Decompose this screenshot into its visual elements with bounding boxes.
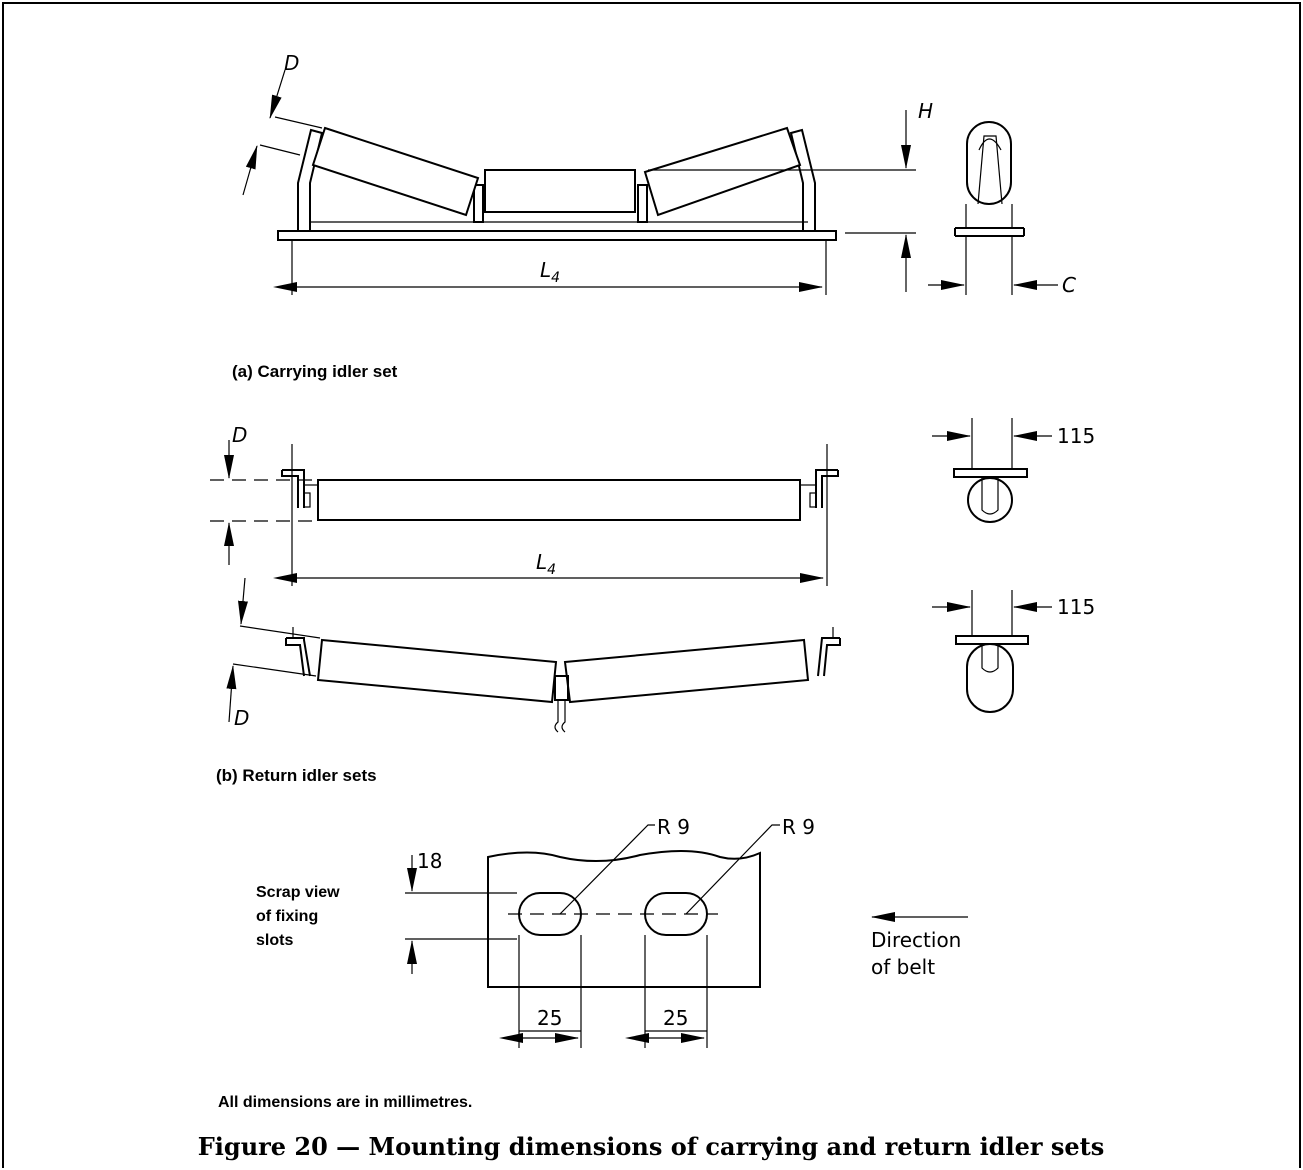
return-flat-d-label: D [232, 423, 247, 447]
carrying-l4-label: L4 [540, 258, 560, 286]
return-idler-flat-view: D L4 [210, 423, 839, 586]
return-flat-side-roller [967, 477, 1013, 523]
scrap-view-line-2: of fixing [256, 908, 318, 925]
fixing-slots-scrap-view: R 9 R 9 18 25 25 Scrap view of fixing sl… [256, 815, 968, 1048]
slot-left-radius-label: R 9 [657, 815, 690, 839]
return-vee-d-label: D [234, 706, 249, 730]
carrying-right-bracket [789, 128, 816, 231]
figure-title: Figure 20 — Mounting dimensions of carry… [198, 1132, 1104, 1161]
slot-right-radius-label: R 9 [782, 815, 815, 839]
carrying-c-label: C [1062, 273, 1076, 297]
units-note: All dimensions are in millimetres. [218, 1094, 472, 1111]
carrying-side-roller [966, 121, 1012, 205]
carrying-h-label: H [918, 99, 933, 123]
direction-line-1: Direction [871, 928, 961, 952]
direction-line-2: of belt [871, 955, 935, 979]
slot-length-25-right-label: 25 [663, 1006, 688, 1030]
carrying-base-plate [277, 230, 837, 241]
carrying-right-roller [643, 126, 802, 217]
carrying-caption: (a) Carrying idler set [232, 362, 398, 381]
scrap-view-line-1: Scrap view [256, 884, 340, 901]
return-idler-vee-view: D [226, 577, 841, 733]
return-flat-side-view: 115 [932, 418, 1095, 523]
carrying-left-bracket [297, 128, 324, 231]
scrap-view-line-3: slots [256, 932, 293, 949]
carrying-centre-roller [484, 169, 636, 213]
return-vee-left-roller [316, 638, 558, 704]
return-vee-side-roller [966, 643, 1014, 713]
carrying-idler-side-view: C [928, 121, 1076, 297]
return-flat-115-label: 115 [1057, 424, 1095, 448]
carrying-d-label: D [284, 51, 299, 75]
slot-length-25-left-label: 25 [537, 1006, 562, 1030]
return-caption: (b) Return idler sets [216, 766, 377, 785]
return-vee-side-view: 115 [932, 590, 1095, 713]
carrying-idler-front-view: D L4 H [242, 51, 933, 295]
return-vee-115-label: 115 [1057, 595, 1095, 619]
carrying-left-roller [311, 126, 480, 217]
slot-height-18-label: 18 [417, 849, 442, 873]
return-vee-right-roller [563, 638, 810, 704]
fixing-slot-left [518, 892, 582, 936]
return-flat-roller [317, 479, 801, 521]
return-l4-label: L4 [536, 550, 556, 578]
scrap-plate [487, 850, 761, 988]
